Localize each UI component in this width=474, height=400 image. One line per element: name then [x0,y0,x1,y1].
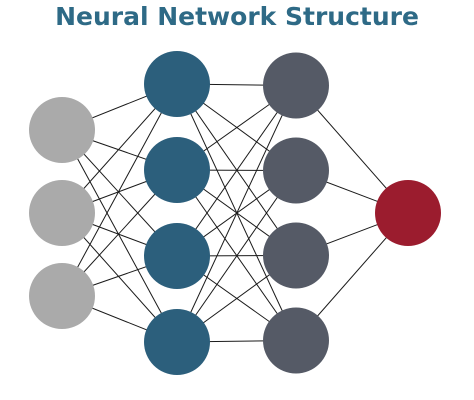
input-node-1 [29,97,95,163]
hidden-2-node-2 [263,137,329,204]
input-node-2 [29,180,95,246]
edge-input-1-to-hidden-1-4 [61,129,178,343]
hidden-1-node-2 [144,137,210,203]
edge-hidden-1-4-to-hidden-2-2 [176,170,297,343]
connections [61,83,409,343]
hidden-2-node-3 [263,222,329,289]
edge-hidden-1-3-to-hidden-2-1 [176,85,297,257]
edge-input-3-to-hidden-1-1 [61,83,178,297]
input-node-3 [29,263,95,329]
hidden-2-node-4 [263,307,329,374]
output-node-1 [375,180,441,246]
hidden-1-node-1 [144,51,210,117]
diagram-title: Neural Network Structure [55,2,419,31]
hidden-1-node-3 [144,223,210,289]
hidden-2-node-1 [263,52,329,119]
hidden-1-node-4 [144,309,210,375]
nodes [29,51,441,375]
edge-hidden-1-4-to-hidden-2-1 [176,85,297,343]
